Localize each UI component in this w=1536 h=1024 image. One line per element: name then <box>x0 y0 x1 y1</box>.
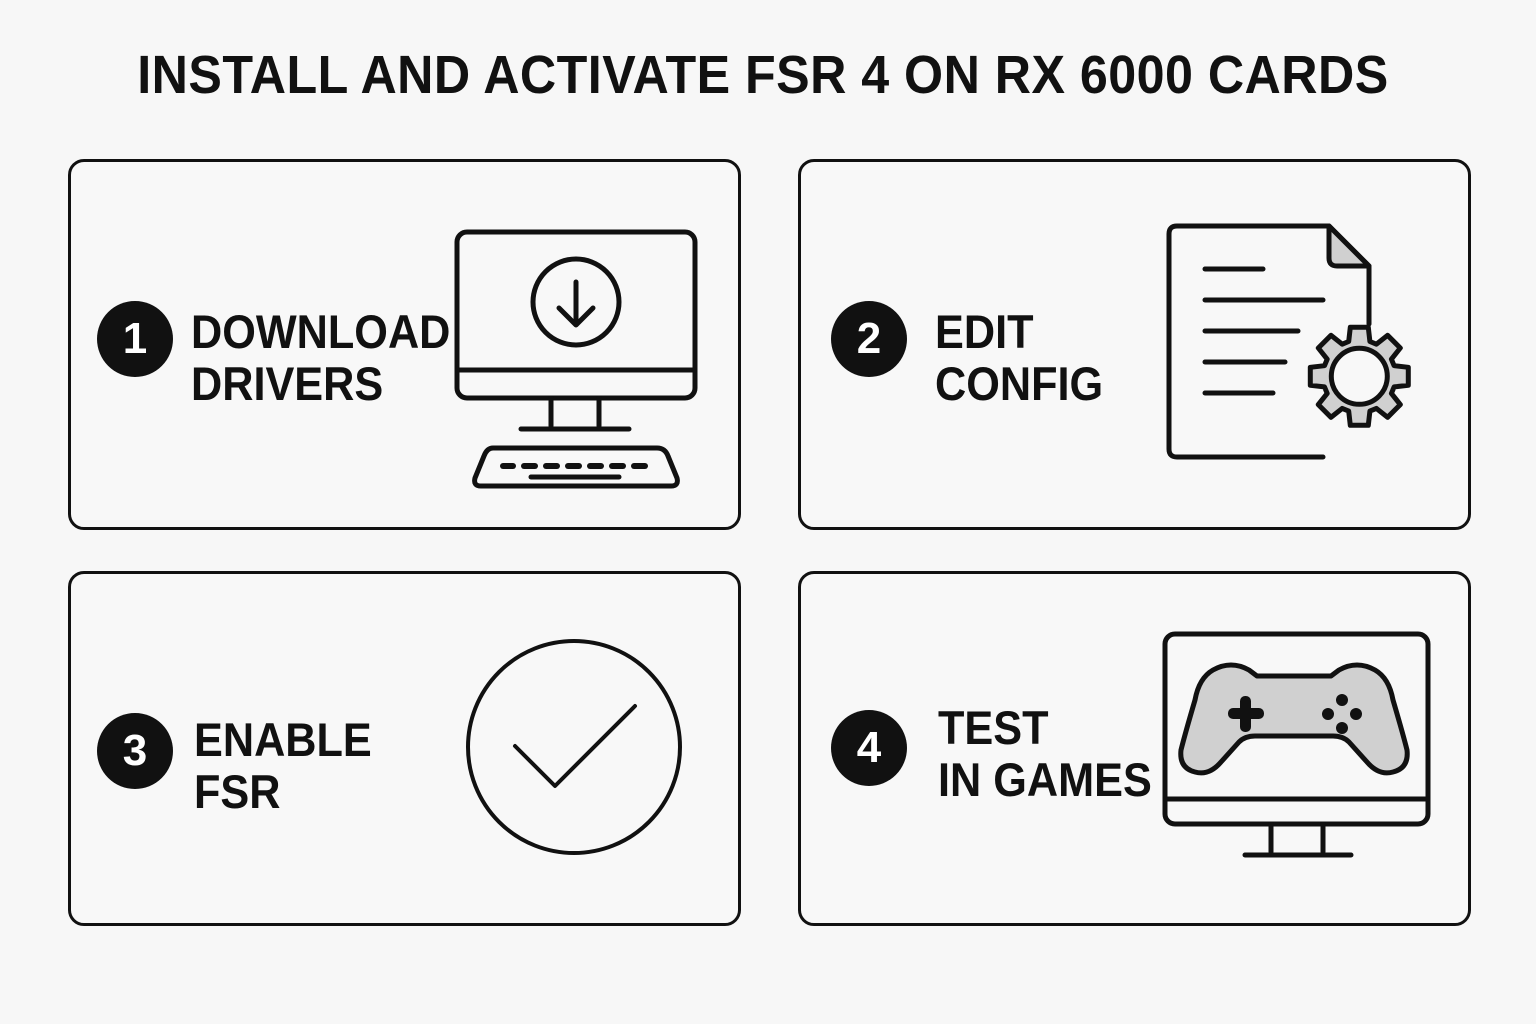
step-card-download-drivers: 1 DOWNLOAD DRIVERS <box>68 159 741 530</box>
step-label: EDIT CONFIG <box>935 306 1103 410</box>
step-number-badge: 1 <box>97 301 173 377</box>
step-label-line2: CONFIG <box>935 357 1104 410</box>
step-label-line2: FSR <box>194 765 281 818</box>
monitor-gamepad-icon <box>1162 631 1431 858</box>
step-label: ENABLE FSR <box>194 714 372 818</box>
step-card-edit-config: 2 EDIT CONFIG <box>798 159 1471 530</box>
step-number-badge: 2 <box>831 301 907 377</box>
step-label-line2: DRIVERS <box>191 357 384 410</box>
step-label: TEST IN GAMES <box>938 702 1152 806</box>
step-label-line1: TEST <box>938 701 1049 754</box>
gamepad-buttons <box>1228 694 1362 734</box>
step-label-line2: IN GAMES <box>938 753 1152 806</box>
step-label: DOWNLOAD DRIVERS <box>191 306 450 410</box>
step-label-line1: EDIT <box>935 305 1034 358</box>
computer-download-icon <box>454 229 698 489</box>
step-label-line1: ENABLE <box>194 713 372 766</box>
circle-checkmark-icon <box>466 639 682 855</box>
step-label-line1: DOWNLOAD <box>191 305 451 358</box>
document-gear-icon <box>1166 223 1411 460</box>
step-number-badge: 3 <box>97 713 173 789</box>
step-number-badge: 4 <box>831 710 907 786</box>
step-card-test-in-games: 4 TEST IN GAMES <box>798 571 1471 926</box>
page-title: INSTALL AND ACTIVATE FSR 4 ON RX 6000 CA… <box>137 45 1389 105</box>
step-card-enable-fsr: 3 ENABLE FSR <box>68 571 741 926</box>
